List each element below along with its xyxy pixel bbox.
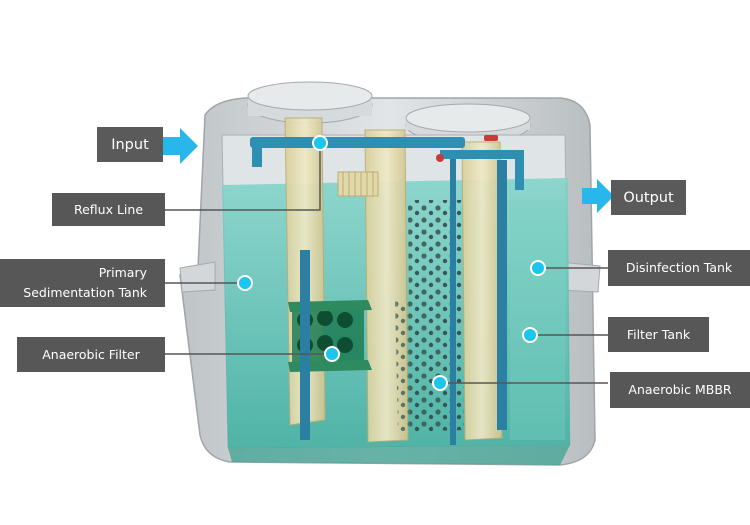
reflux-pipe xyxy=(250,137,465,148)
pointer-lines xyxy=(165,145,608,384)
pipe-vertical-right xyxy=(497,160,507,430)
marker-reflux xyxy=(312,135,328,151)
input-arrow-icon xyxy=(163,128,198,164)
output-label: Output xyxy=(611,180,686,215)
marker-primary xyxy=(237,275,253,291)
marker-filter xyxy=(522,327,538,343)
disinfection-tank-label: Disinfection Tank xyxy=(608,250,750,286)
marker-disinfection xyxy=(530,260,546,276)
filter-tank-label: Filter Tank xyxy=(608,317,709,352)
marker-mbbr xyxy=(432,375,448,391)
input-label: Input xyxy=(97,127,163,162)
anaerobic-mbbr-label: Anaerobic MBBR xyxy=(610,372,750,408)
markers xyxy=(237,135,546,391)
primary-sedimentation-label: Primary Sedimentation Tank xyxy=(0,259,165,307)
baffle-3 xyxy=(461,141,503,441)
pipe-vertical-left xyxy=(300,250,310,440)
reflux-line-label: Reflux Line xyxy=(52,193,165,226)
marker-anaerobic-filter xyxy=(324,346,340,362)
output-arrow-icon xyxy=(582,179,614,213)
anaerobic-filter-label: Anaerobic Filter xyxy=(17,337,165,372)
